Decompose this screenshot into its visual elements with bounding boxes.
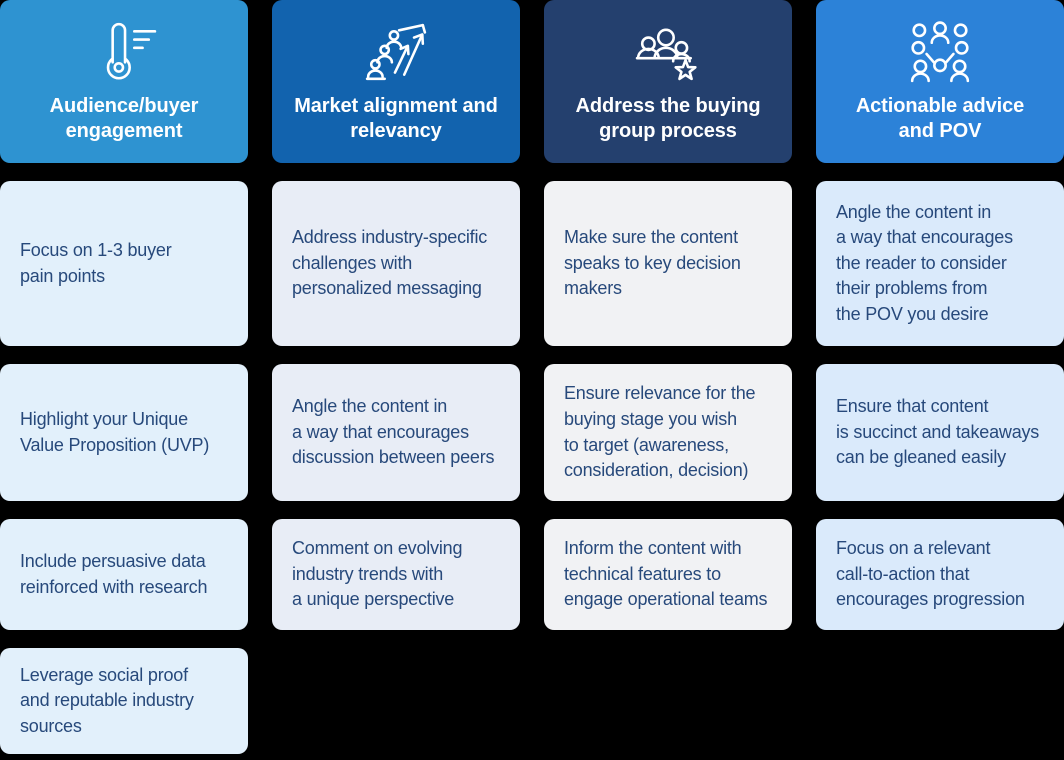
tip-text: Ensure that content is succinct and take… [836,396,1040,468]
buying-group-star-icon [631,20,705,86]
tip-card: Inform the content with technical featur… [544,519,792,630]
header-card-actionable-advice: Actionable advice and POV [816,0,1064,163]
tip-card: Highlight your Unique Value Proposition … [0,364,248,501]
tip-text: Focus on 1-3 buyer pain points [20,239,172,286]
tip-text: Leverage social proof and reputable indu… [20,664,194,736]
tip-text: Angle the content in a way that encourag… [292,396,495,468]
tip-card: Ensure relevance for the buying stage yo… [544,364,792,501]
header-card-buying-group: Address the buying group process [544,0,792,163]
tip-card: Focus on 1-3 buyer pain points [0,181,248,346]
tip-text: Comment on evolving industry trends with… [292,538,463,610]
people-network-icon [903,20,977,86]
tip-text: Include persuasive data reinforced with … [20,550,208,597]
growth-arrows-people-icon [359,20,433,86]
tip-card: Angle the content in a way that encourag… [816,181,1064,346]
tip-card: Comment on evolving industry trends with… [272,519,520,630]
tip-card: Include persuasive data reinforced with … [0,519,248,630]
column-header-title: Market alignment and relevancy [294,94,498,143]
tip-card: Make sure the content speaks to key deci… [544,181,792,346]
column-header-title: Audience/buyer engagement [49,94,199,143]
thermometer-gauge-icon [87,20,161,86]
column-header-title: Actionable advice and POV [855,94,1025,143]
tip-card: Focus on a relevant call-to-action that … [816,519,1064,630]
tip-text: Focus on a relevant call-to-action that … [836,538,1025,610]
tip-text: Ensure relevance for the buying stage yo… [564,383,756,481]
tip-card: Angle the content in a way that encourag… [272,364,520,501]
tip-text: Angle the content in a way that encourag… [836,201,1013,324]
column-header-title: Address the buying group process [575,94,761,143]
header-card-market-alignment: Market alignment and relevancy [272,0,520,163]
tip-text: Highlight your Unique Value Proposition … [20,408,210,455]
tip-card: Address industry-specific challenges wit… [272,181,520,346]
tip-card: Leverage social proof and reputable indu… [0,648,248,754]
tip-card: Ensure that content is succinct and take… [816,364,1064,501]
tip-text: Inform the content with technical featur… [564,538,768,610]
tip-text: Make sure the content speaks to key deci… [564,227,741,299]
tip-text: Address industry-specific challenges wit… [292,227,488,299]
header-card-audience-buyer-engagement: Audience/buyer engagement [0,0,248,163]
